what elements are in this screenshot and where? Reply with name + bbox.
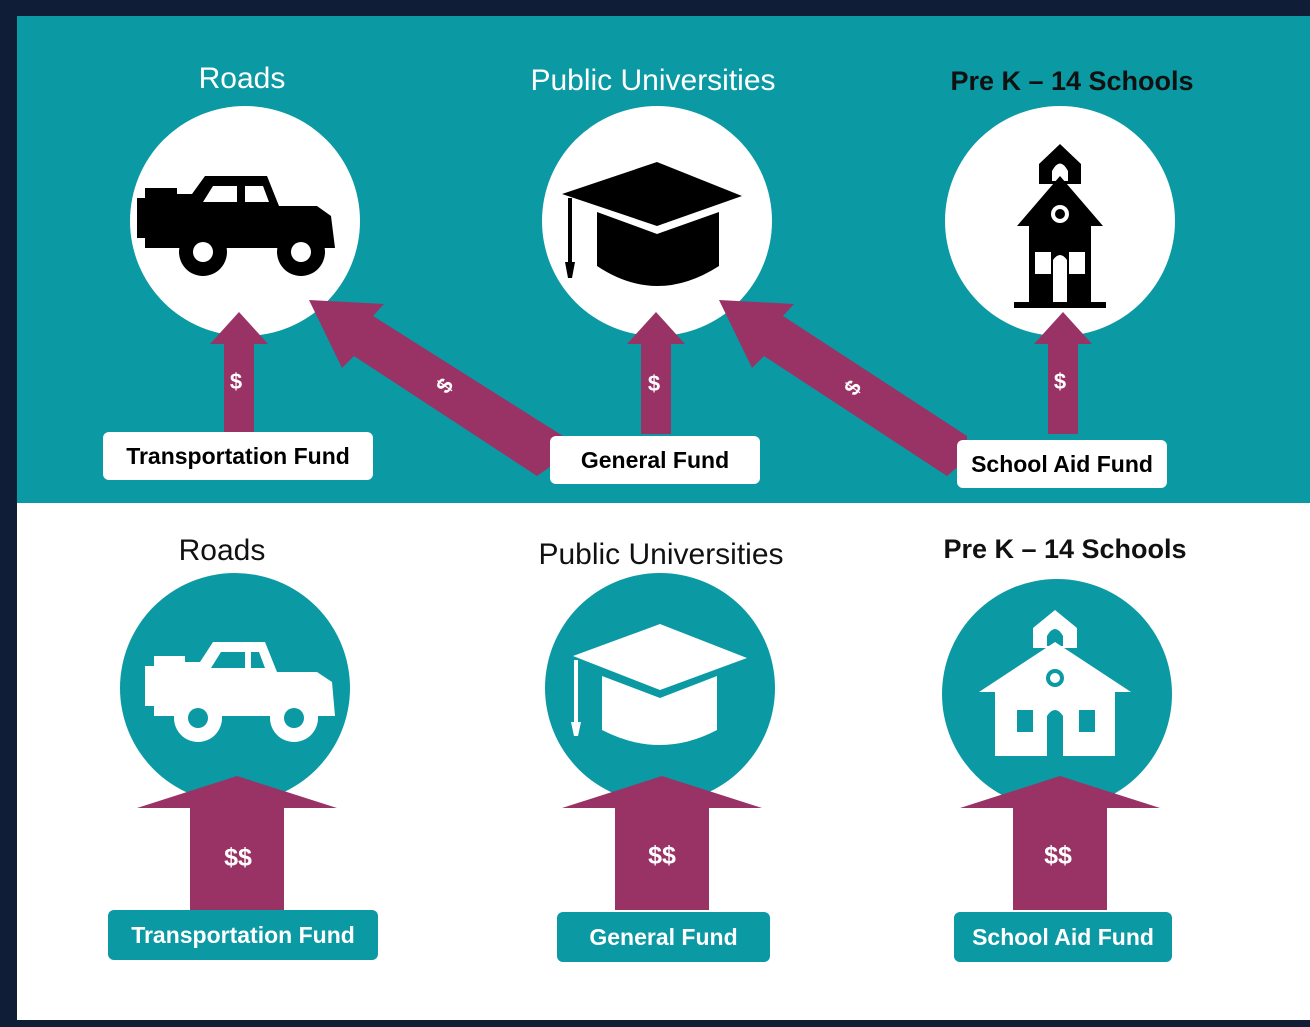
arrow-transport-to-roads-bottom [137, 776, 337, 910]
car-icon [145, 642, 335, 742]
arrow-general-to-roads [309, 300, 564, 476]
top-arrow-label-1: $ [229, 369, 243, 394]
bottom-arrow-label-2: $$ [648, 841, 676, 870]
diagram-canvas: Roads Public Universities Pre K – 14 Sch… [17, 16, 1310, 1020]
top-title-schools: Pre K – 14 Schools [950, 66, 1194, 96]
bottom-fund-school-aid: School Aid Fund [954, 912, 1172, 962]
schoolhouse-icon [979, 610, 1131, 756]
top-fund-transportation: Transportation Fund [103, 432, 373, 480]
top-arrow-label-3: $ [647, 371, 661, 396]
arrow-general-to-universities [627, 312, 685, 434]
bottom-fund-general: General Fund [557, 912, 770, 962]
top-fund-general: General Fund [550, 436, 760, 484]
top-title-universities: Public Universities [530, 64, 776, 97]
bottom-title-roads: Roads [178, 534, 266, 567]
bottom-fund-transportation: Transportation Fund [108, 910, 378, 960]
top-fund-school-aid: School Aid Fund [957, 440, 1167, 488]
top-arrow-label-5: $ [1053, 369, 1067, 394]
car-icon [137, 176, 335, 276]
diagram-shapes [120, 106, 1175, 910]
bottom-arrow-label-1: $$ [224, 843, 252, 872]
arrow-general-to-universities-bottom [562, 776, 762, 910]
bottom-arrow-label-3: $$ [1044, 841, 1072, 870]
schoolhouse-icon [1014, 144, 1106, 308]
arrow-schoolaid-to-schools-bottom [960, 776, 1160, 910]
arrow-schoolaid-to-universities [719, 300, 967, 476]
bottom-title-universities: Public Universities [538, 538, 784, 571]
graduation-cap-icon [562, 162, 742, 286]
graduation-cap-icon [571, 624, 747, 745]
arrow-schoolaid-to-schools [1034, 312, 1092, 434]
top-title-roads: Roads [198, 62, 286, 95]
arrow-transport-to-roads [210, 312, 268, 434]
bottom-title-schools: Pre K – 14 Schools [943, 534, 1187, 564]
